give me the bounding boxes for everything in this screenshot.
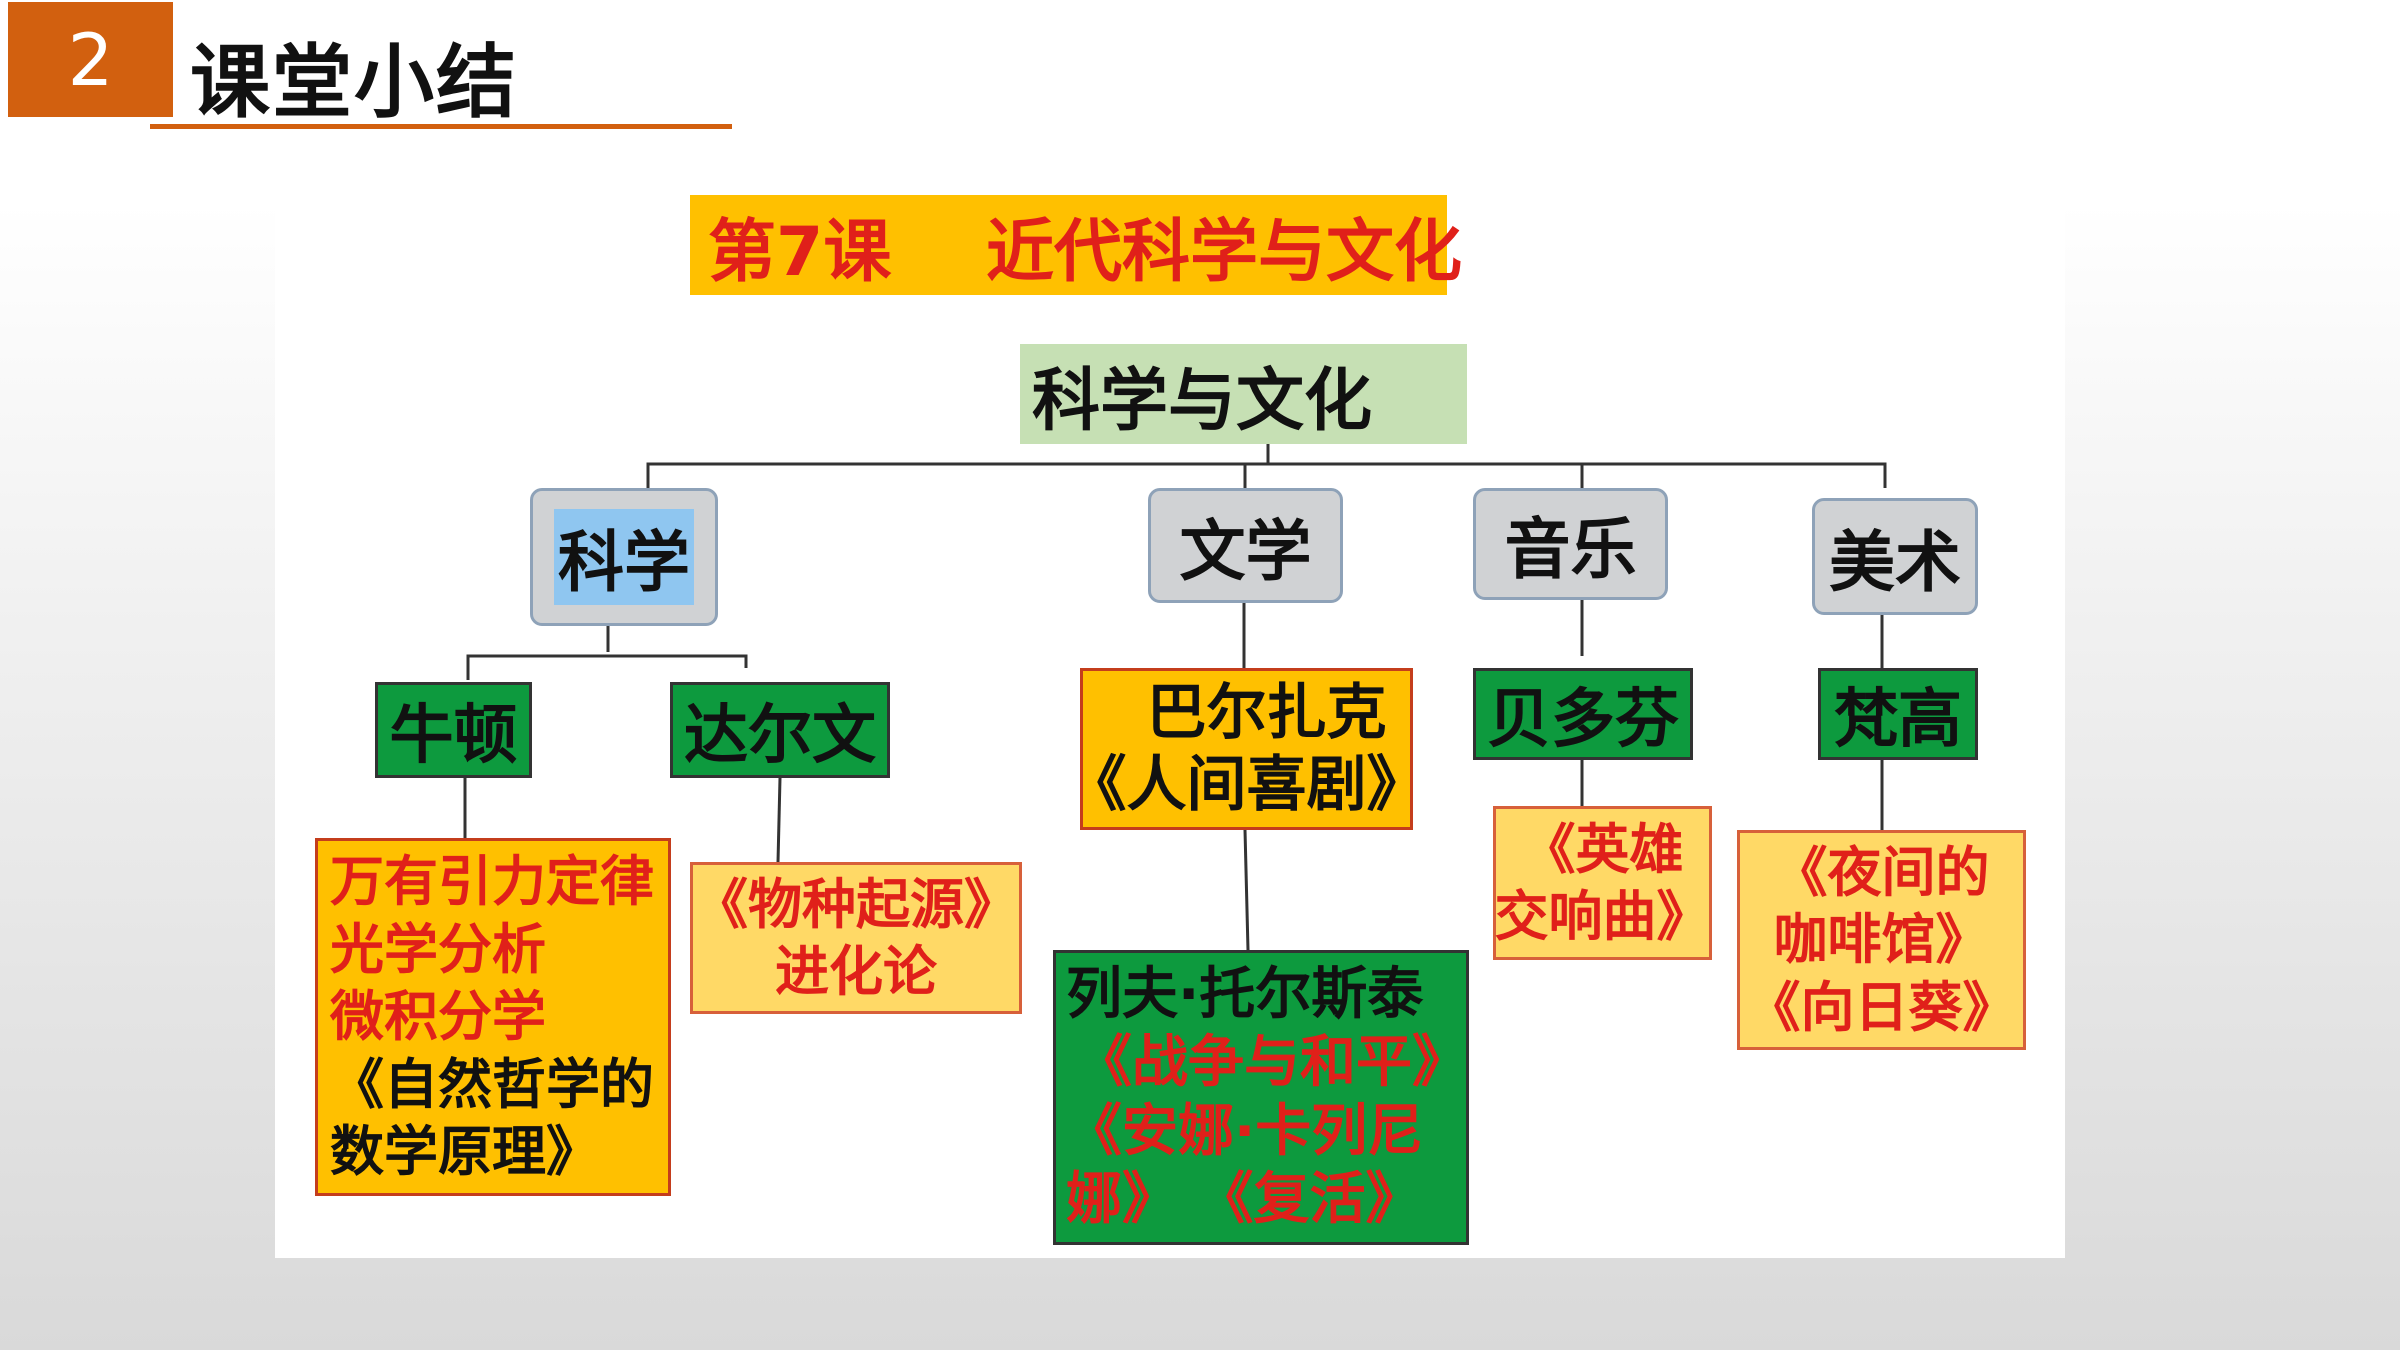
works-darwin: 《物种起源》 进化论 (690, 862, 1022, 1014)
person-newton: 牛顿 (375, 682, 532, 778)
person-beethoven: 贝多芬 (1473, 668, 1693, 760)
title-underline (150, 124, 732, 129)
works-newton: 万有引力定律 光学分析 微积分学 《自然哲学的 数学原理》 (315, 838, 671, 1196)
root-node: 科学与文化 (1020, 344, 1467, 444)
lesson-title: 第7课 近代科学与文化 (690, 195, 1462, 295)
category-music: 音乐 (1473, 488, 1668, 600)
category-literature: 文学 (1148, 488, 1343, 603)
person-vangogh: 梵高 (1818, 668, 1978, 760)
person-tolstoy-box: 列夫·托尔斯泰 《战争与和平》 《安娜·卡列尼 娜》 《复活》 (1053, 950, 1469, 1245)
category-science: 科学 (530, 488, 718, 626)
page-title: 课堂小结 (190, 36, 518, 129)
works-beethoven: 《英雄 交响曲》 (1493, 806, 1712, 960)
person-darwin: 达尔文 (670, 682, 890, 778)
category-art: 美术 (1812, 498, 1978, 615)
works-vangogh: 《夜间的 咖啡馆》 《向日葵》 (1737, 830, 2026, 1050)
section-number-badge: 2 (8, 2, 173, 117)
person-balzac-box: 巴尔扎克 《人间喜剧》 (1067, 668, 1427, 830)
